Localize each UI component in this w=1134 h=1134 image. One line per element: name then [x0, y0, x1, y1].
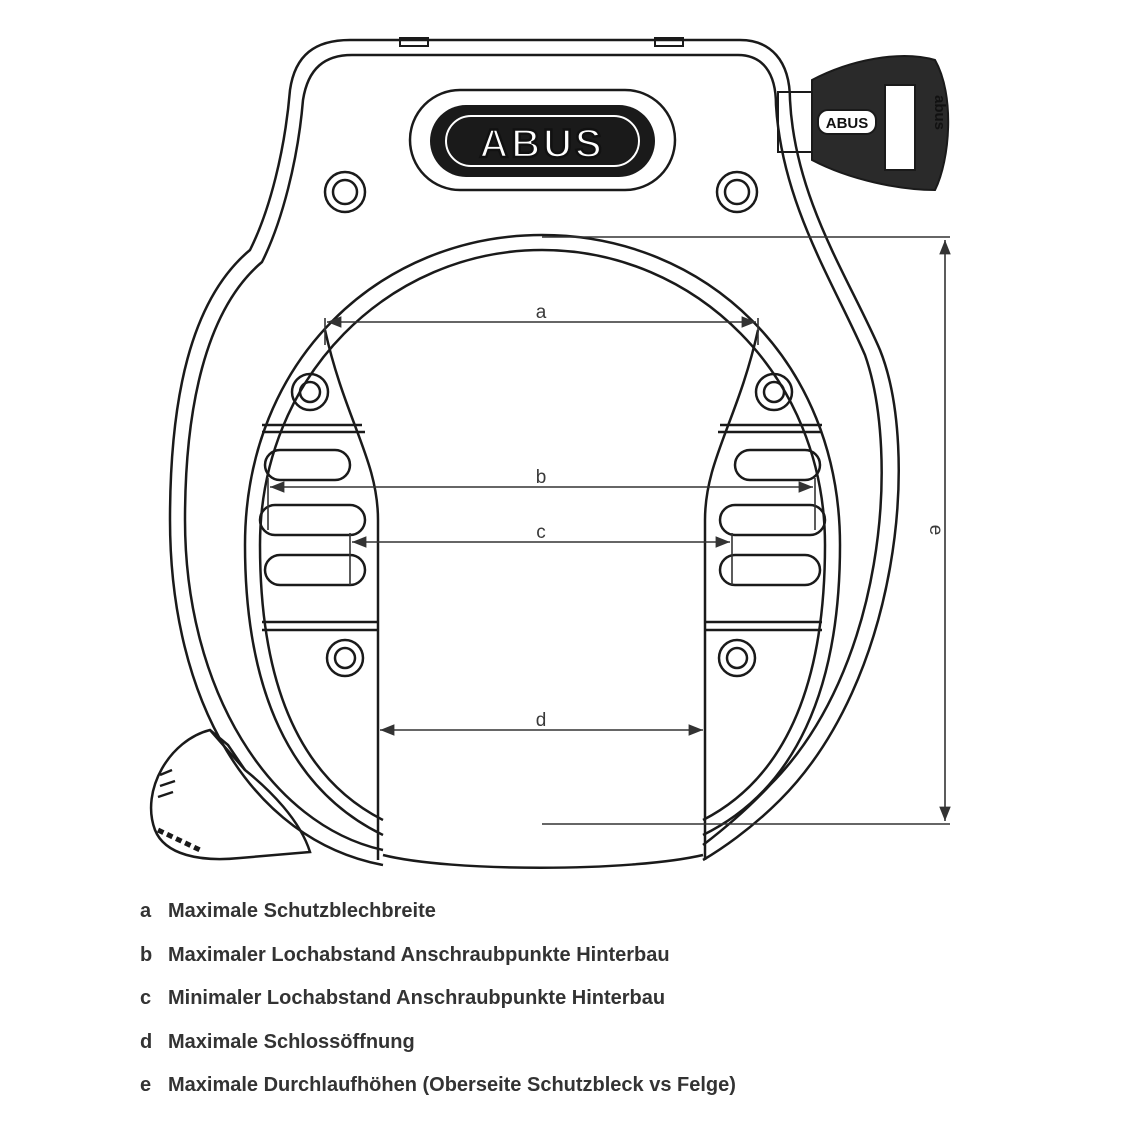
legend-letter: c — [140, 987, 152, 1009]
legend-list: a Maximale Schutzblechbreite b Maximaler L… — [140, 900, 736, 1118]
legend-text: Minimaler Lochabstand Anschraubpunkte Hi… — [168, 987, 666, 1009]
lock-body — [168, 37, 900, 867]
legend-item: e Maximale Durchlaufhöhen (Oberseite Schu… — [140, 1074, 736, 1118]
key-brand-text: ABUS — [826, 115, 869, 132]
key-vertical-brand-text: abus — [931, 95, 948, 130]
legend-letter: a — [140, 900, 152, 922]
abus-logo-plate: ABUS — [408, 88, 677, 192]
lock-lever-icon — [149, 728, 312, 861]
inner-ring — [243, 233, 842, 869]
mounting-holes-inner — [290, 372, 794, 678]
mounting-holes-top — [323, 170, 759, 214]
legend-letter: d — [140, 1030, 153, 1053]
legend-text: Maximale Schlossöffnung — [168, 1030, 415, 1053]
shackle-plates — [262, 329, 822, 860]
legend-text: Maximaler Lochabstand Anschraubpunkte Hi… — [168, 943, 670, 966]
dimension-lines — [267, 236, 951, 825]
legend-letter: b — [140, 943, 153, 966]
dimension-label-b: b — [536, 467, 547, 488]
dimension-label-c: c — [536, 522, 546, 543]
dimension-label-a: a — [536, 302, 547, 323]
legend-item: a Maximale Schutzblechbreite — [140, 900, 736, 944]
legend-item: d Maximale Schlossöffnung — [140, 1031, 736, 1075]
adjustment-slots — [258, 448, 827, 587]
brand-logo-text: ABUS — [479, 122, 604, 166]
legend-text: Maximale Durchlaufhöhen (Oberseite Schut… — [168, 1074, 736, 1096]
dimension-label-d: d — [536, 710, 547, 731]
dimension-label-e: e — [925, 525, 946, 536]
frame-lock-diagram: ABUS ABUS abus — [149, 37, 951, 869]
legend-item: c Minimaler Lochabstand Anschraubpunkte H… — [140, 987, 736, 1031]
legend-text: Maximale Schutzblechbreite — [168, 900, 436, 922]
legend-item: b Maximaler Lochabstand Anschraubpunkte H… — [140, 944, 736, 988]
legend-letter: e — [140, 1074, 152, 1096]
key-icon: ABUS abus — [777, 55, 950, 192]
